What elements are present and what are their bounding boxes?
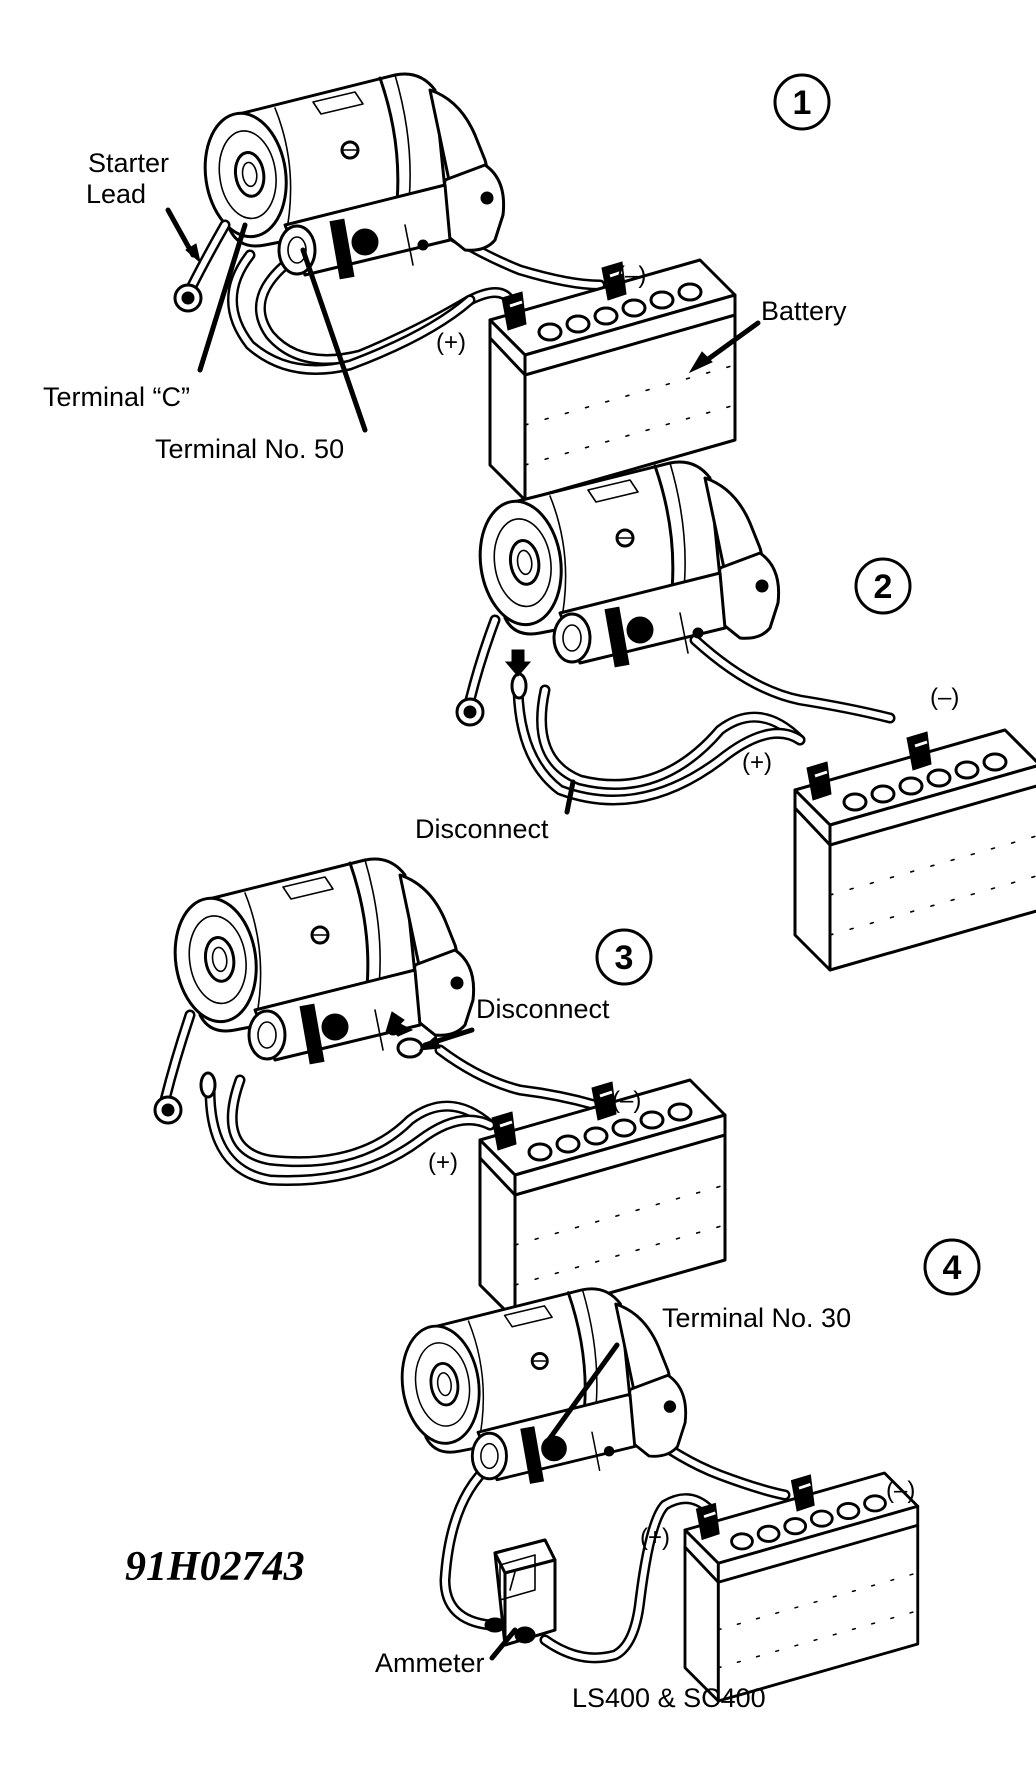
step-2-battery <box>793 728 1036 972</box>
step-1-terminal-50-label: Terminal No. 50 <box>155 434 344 464</box>
step-2-disconnect-arrow <box>564 779 576 815</box>
step-1-positive-label: (+) <box>436 329 466 356</box>
step-3-negative-label: (–) <box>612 1087 641 1114</box>
step-4-starter-motor <box>393 1287 688 1485</box>
step-4-terminal-30-leader <box>542 1342 620 1448</box>
step-4-ammeter-leader <box>489 1627 518 1661</box>
step-1-starter-lead-arrow <box>165 207 196 258</box>
step-1-battery <box>488 258 737 502</box>
step-1-negative-label: (–) <box>617 262 646 289</box>
step-3-positive-label: (+) <box>428 1149 458 1176</box>
model-caption: LS400 & SC400 <box>572 1683 766 1713</box>
step-4-panel: 4 Terminal No. 30 Ammeter (–) (+) <box>375 1238 981 1703</box>
ammeter-icon <box>484 1538 557 1647</box>
step-2-disconnect-arrow-icon <box>504 649 532 677</box>
step-3-panel: 3 Disconnect (–) (+) <box>153 857 727 1322</box>
step-2-positive-label: (+) <box>742 749 772 776</box>
figure-code: 91H02743 <box>125 1544 305 1590</box>
step-1-terminal-c-label: Terminal “C” <box>43 382 190 412</box>
step-2-lead-terminal <box>510 672 528 700</box>
step-3-disconnect-arrow-icon <box>385 1011 414 1037</box>
step-1-starter-lead-label-line1: Starter <box>88 148 169 178</box>
step-3-negative-lug <box>396 1037 424 1059</box>
step-1-starter-lead-label-line2: Lead <box>86 179 146 209</box>
step-3-disconnect-label: Disconnect <box>476 994 610 1024</box>
step-4-positive-label: (+) <box>640 1524 670 1551</box>
step-4-negative-label: (–) <box>886 1477 915 1504</box>
step-1-number: 1 <box>793 84 812 122</box>
step-2-panel: 2 Disconnect (–) (+) <box>415 460 1036 972</box>
step-1-panel: 1 Starter Lead Terminal “C” Terminal No.… <box>43 72 847 502</box>
step-2-number: 2 <box>874 568 893 606</box>
step-3-battery <box>478 1078 727 1322</box>
step-2-negative-label: (–) <box>930 684 959 711</box>
step-4-number: 4 <box>943 1249 962 1287</box>
step-1-starter-motor <box>195 72 506 281</box>
step-1-battery-label: Battery <box>761 296 847 326</box>
step-3-number: 3 <box>615 939 634 977</box>
step-2-disconnect-label: Disconnect <box>415 814 549 844</box>
step-1-battery-arrow <box>697 320 761 368</box>
step-4-battery <box>683 1471 920 1703</box>
step-1-terminal-50-leader <box>300 247 368 433</box>
step-1-terminal-c-leader <box>197 222 248 373</box>
step-3-starter-motor <box>165 857 476 1066</box>
step-4-ammeter-label: Ammeter <box>375 1648 485 1678</box>
step-2-disconnected-lead <box>512 684 806 806</box>
step-4-terminal-30-label: Terminal No. 30 <box>662 1303 851 1333</box>
